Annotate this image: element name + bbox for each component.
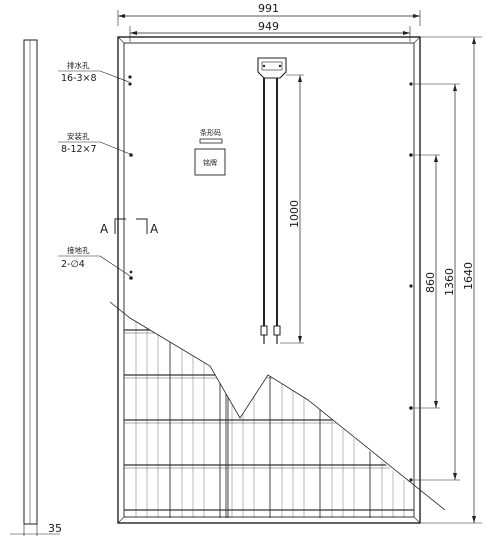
panel-frame: [117, 36, 421, 524]
ground-hole-callout: 接地孔 2-∅4: [58, 245, 131, 277]
nameplate-label: 铭牌: [203, 158, 217, 167]
total-height-dimension: 1640: [420, 36, 482, 524]
total-width-value: 991: [258, 2, 279, 15]
cable-length-dimension: 1000: [280, 74, 304, 344]
junction-box: [257, 57, 287, 79]
mount-spacing-inner-value: 860: [424, 272, 437, 293]
section-label-right: A: [150, 222, 159, 236]
output-cables: [260, 78, 281, 344]
barcode-label: 条形码: [200, 128, 221, 137]
right-side-holes: [409, 82, 413, 482]
mount-hole-name: 安装孔: [67, 131, 90, 141]
mount-hole-spec: 8-12×7: [61, 144, 97, 155]
cutaway-break-line: [109, 301, 446, 511]
ground-hole-spec: 2-∅4: [61, 259, 85, 270]
nameplate-area: 铭牌: [194, 148, 226, 176]
total-width-dimension: 991: [117, 2, 421, 26]
mount-hole-callout: 安装孔 8-12×7: [58, 131, 131, 155]
section-label-left: A: [100, 222, 109, 236]
mount-spacing-inner-dimension: 860: [414, 154, 440, 409]
solar-cells-cutaway: [124, 310, 414, 518]
section-marker: A A: [100, 218, 159, 236]
frame-side-profile: [23, 39, 38, 525]
left-side-holes: [128, 75, 133, 280]
drain-hole-callout: 排水孔 16-3×8: [58, 60, 130, 84]
ground-hole-name: 接地孔: [67, 245, 90, 255]
cable-length-value: 1000: [288, 200, 301, 228]
frame-depth-dimension: 35: [10, 522, 62, 536]
total-height-value: 1640: [462, 262, 475, 290]
barcode-area: 条形码: [199, 128, 223, 144]
drain-hole-spec: 16-3×8: [61, 73, 97, 84]
mount-spacing-outer-value: 1360: [443, 268, 456, 296]
drain-hole-name: 排水孔: [67, 60, 90, 70]
inner-width-dimension: 949: [129, 20, 411, 42]
mount-spacing-outer-dimension: 1360: [414, 83, 460, 481]
frame-depth-value: 35: [48, 522, 62, 535]
inner-width-value: 949: [258, 20, 279, 33]
